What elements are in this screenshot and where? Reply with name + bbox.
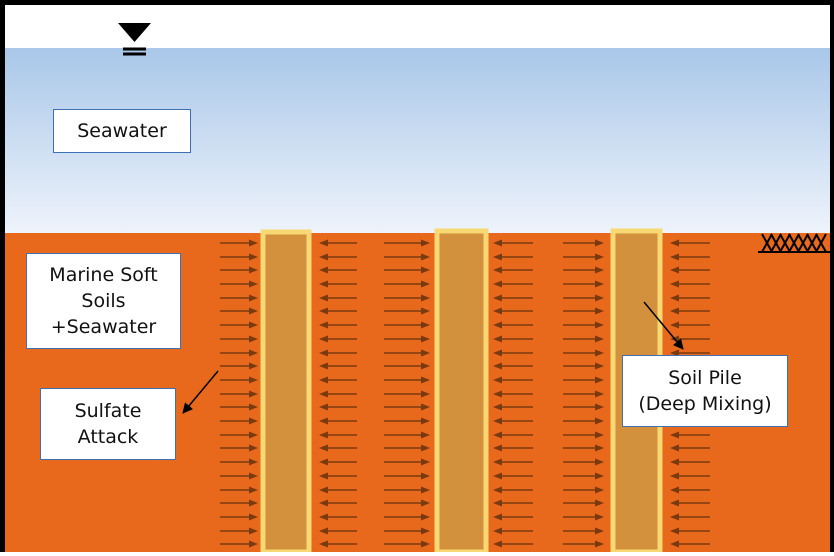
seawater-label-text: Seawater [77,118,167,144]
sulfate-attack-text: Sulfate Attack [75,398,142,450]
sulfate-attack-label: Sulfate Attack [40,388,176,460]
soil-pile-1 [263,232,309,552]
marine-soft-soils-text: Marine Soft Soils +Seawater [49,262,157,340]
marine-soft-soils-label: Marine Soft Soils +Seawater [26,253,181,349]
seawater-label: Seawater [53,109,191,153]
soil-pile-text: Soil Pile (Deep Mixing) [638,365,771,417]
soil-pile-2 [437,231,486,552]
soil-pile-label: Soil Pile (Deep Mixing) [622,355,788,427]
